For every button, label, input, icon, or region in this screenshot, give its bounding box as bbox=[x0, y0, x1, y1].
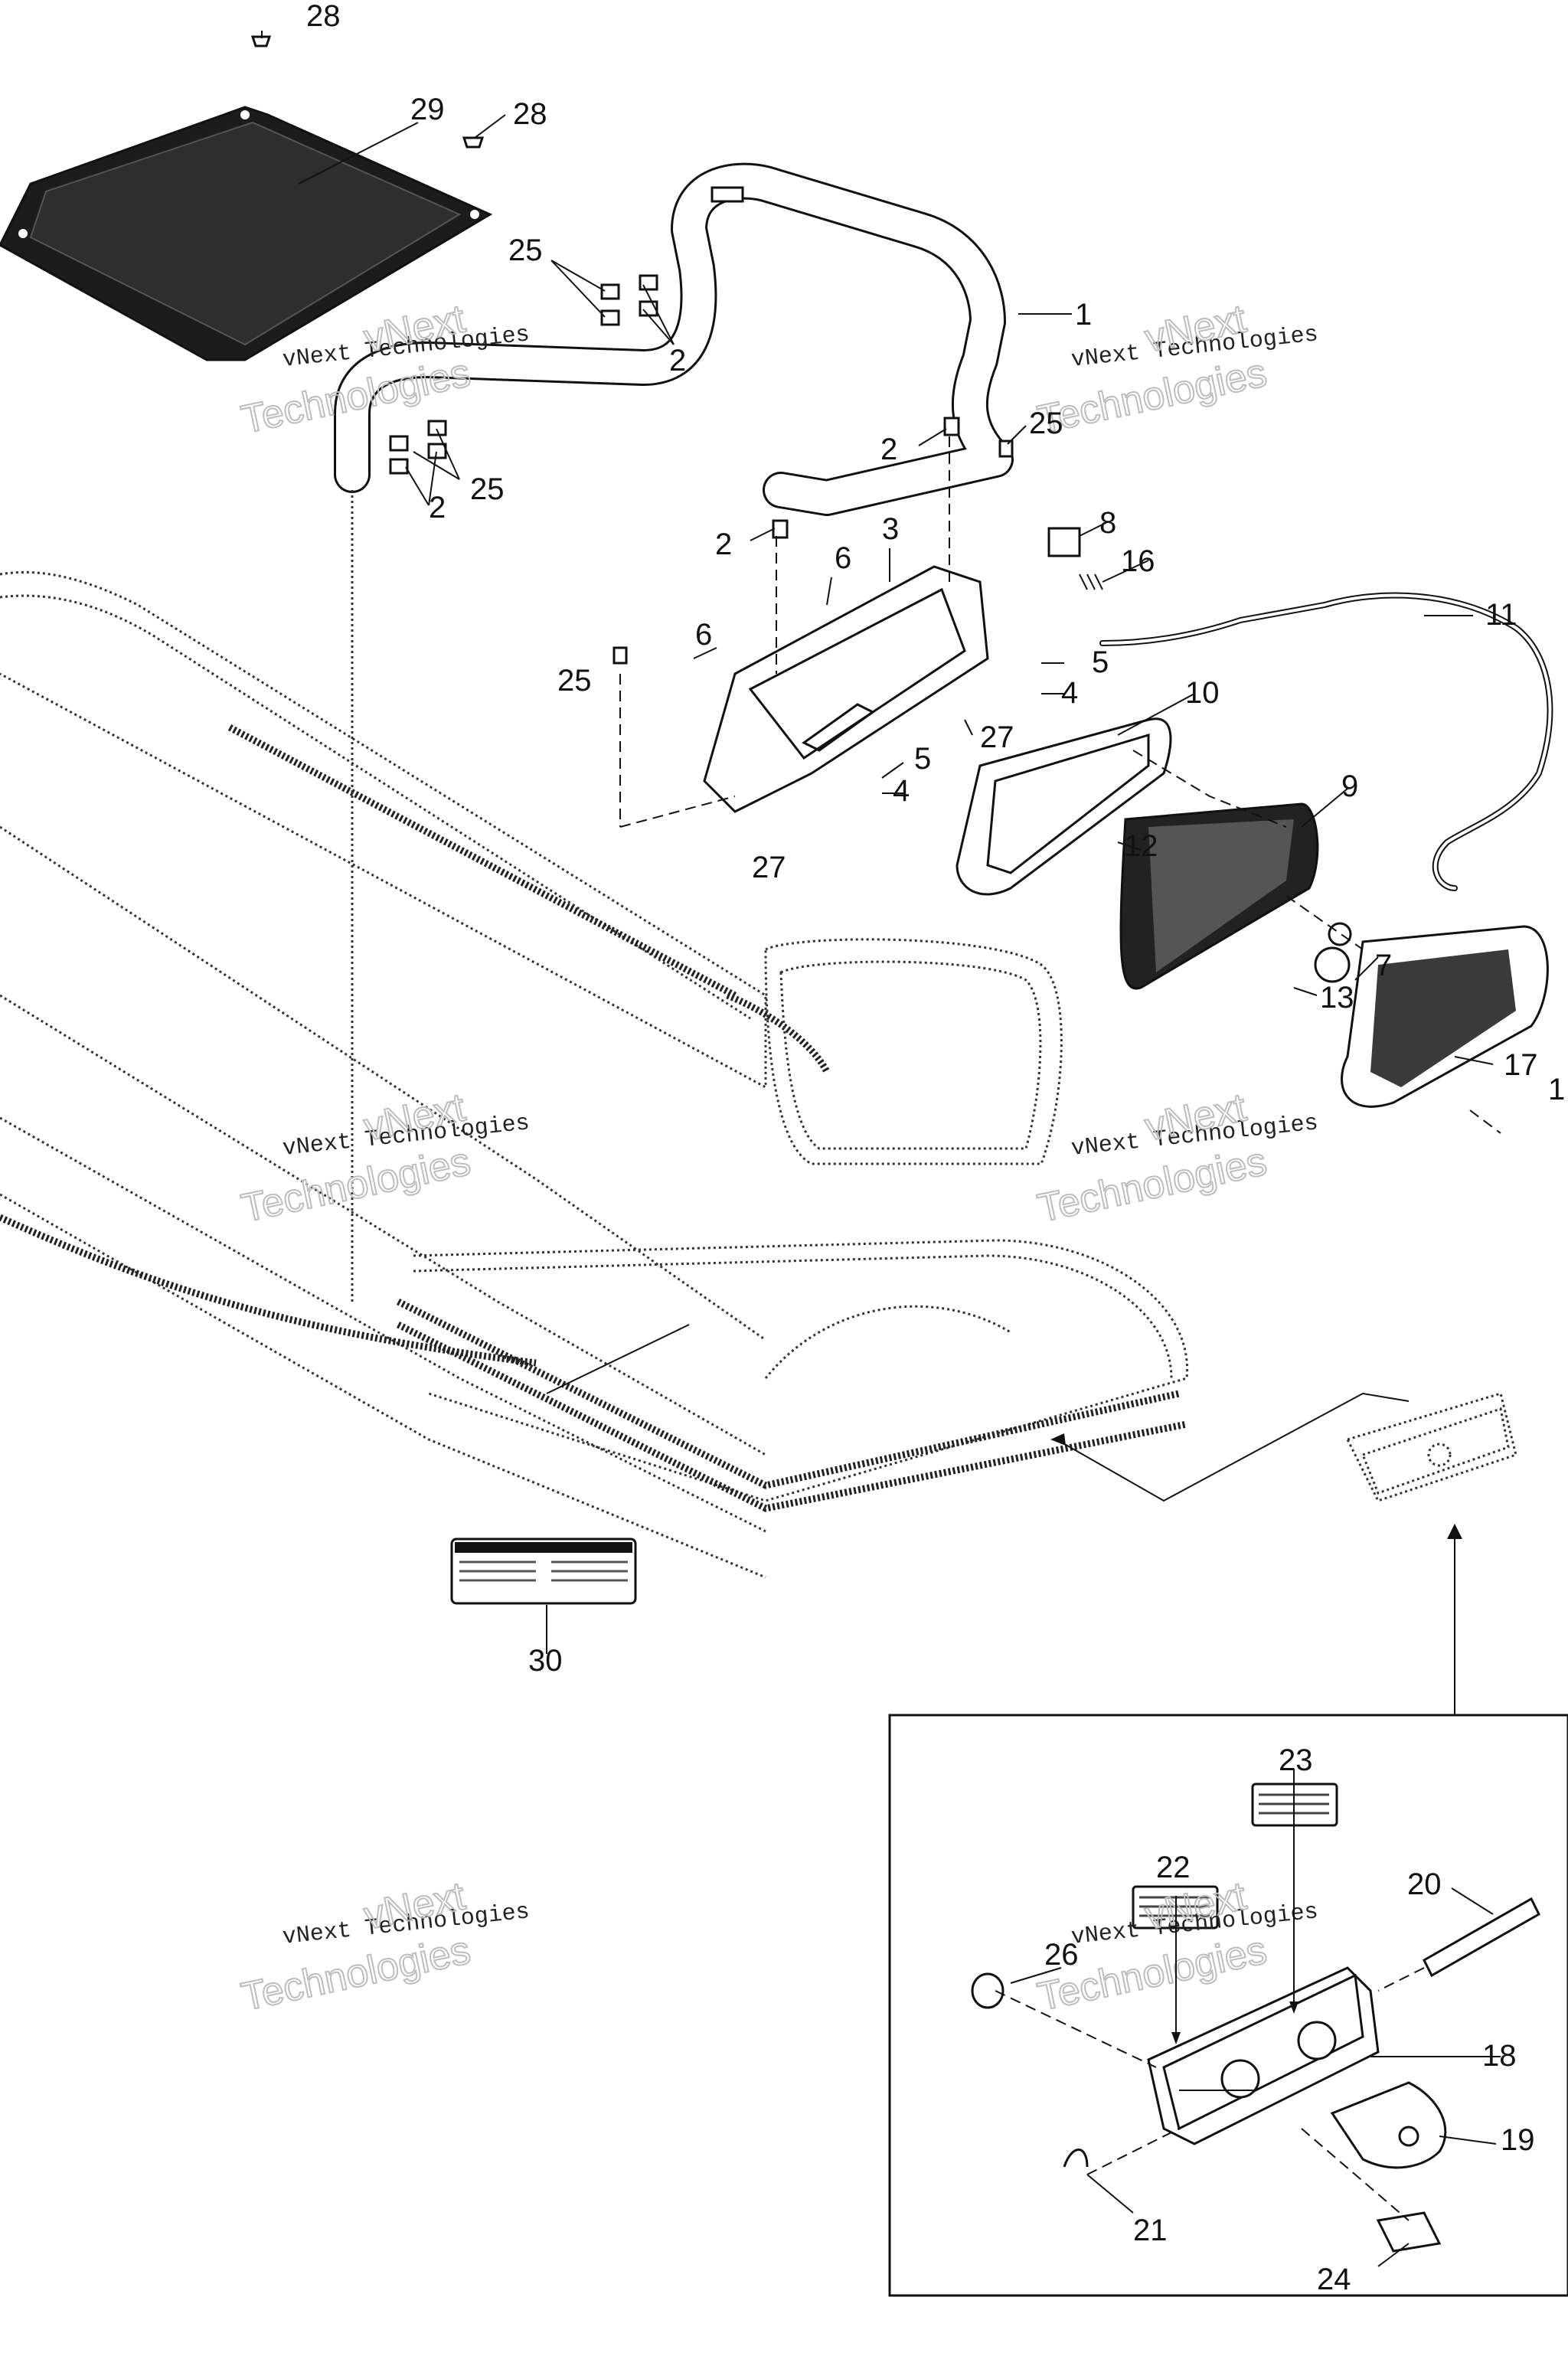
callout-10: 10 bbox=[1185, 676, 1220, 710]
hitch-detail-frame bbox=[888, 1714, 1568, 2297]
callout-5: 5 bbox=[1092, 645, 1109, 679]
bumper-icon bbox=[396, 938, 1189, 1512]
callout-labels: 28 29 28 25 2 1 2 25 25 2 2 3 8 6 16 11 … bbox=[306, 0, 1565, 2296]
callout-16: 16 bbox=[1121, 544, 1155, 578]
callout-25: 25 bbox=[1029, 407, 1063, 440]
callout-4: 4 bbox=[1061, 676, 1078, 710]
callout-4: 4 bbox=[893, 774, 910, 808]
wiring-harness bbox=[1047, 527, 1553, 891]
callout-25: 25 bbox=[557, 664, 592, 698]
callout-25: 25 bbox=[470, 472, 505, 506]
callout-9: 9 bbox=[1341, 770, 1358, 803]
callout-22: 22 bbox=[1156, 1851, 1191, 1884]
callout-8: 8 bbox=[1099, 506, 1116, 540]
warning-label-icon bbox=[450, 1537, 1338, 1930]
callout-7: 7 bbox=[1375, 949, 1392, 982]
callout-2: 2 bbox=[880, 433, 897, 466]
callout-2: 2 bbox=[429, 491, 446, 524]
callout-3: 3 bbox=[882, 512, 899, 546]
callout-27: 27 bbox=[752, 851, 786, 884]
callout-24: 24 bbox=[1317, 2263, 1351, 2296]
callout-6: 6 bbox=[835, 541, 851, 575]
callout-26: 26 bbox=[1044, 1938, 1079, 1972]
bolt-icon bbox=[389, 274, 1014, 665]
callout-28: 28 bbox=[306, 0, 341, 33]
leader-lines bbox=[261, 31, 1501, 2267]
callout-6: 6 bbox=[695, 618, 712, 652]
callout-23: 23 bbox=[1279, 1743, 1313, 1777]
callout-17: 17 bbox=[1504, 1048, 1538, 1082]
callout-1b: 1 bbox=[1548, 1073, 1565, 1106]
light-bracket bbox=[619, 436, 989, 828]
callout-1: 1 bbox=[1075, 298, 1092, 332]
screw-icon bbox=[250, 35, 485, 149]
tail-light-icon bbox=[956, 717, 1549, 1134]
callout-28: 28 bbox=[513, 97, 547, 131]
tunnel-chassis bbox=[0, 570, 831, 1579]
callout-27: 27 bbox=[980, 721, 1014, 754]
callout-2: 2 bbox=[669, 344, 686, 377]
callout-21: 21 bbox=[1133, 2214, 1168, 2247]
callout-29: 29 bbox=[410, 93, 445, 126]
callout-5: 5 bbox=[914, 742, 931, 776]
hitch-icon bbox=[971, 1897, 1540, 2253]
hitch-thumbnail bbox=[1345, 1392, 1517, 1502]
callout-30: 30 bbox=[528, 1644, 563, 1678]
callout-2: 2 bbox=[715, 528, 732, 561]
callout-11: 11 bbox=[1485, 598, 1517, 632]
callout-13: 13 bbox=[1320, 981, 1354, 1015]
callout-12: 12 bbox=[1124, 829, 1158, 863]
watermark: vNext Technologies Technologies vNext vN… bbox=[237, 296, 1319, 2020]
callout-19: 19 bbox=[1501, 2123, 1535, 2157]
callout-25: 25 bbox=[508, 234, 543, 267]
callout-20: 20 bbox=[1407, 1867, 1442, 1901]
grab-handle-icon bbox=[334, 162, 1014, 1302]
arrowheads bbox=[1171, 2001, 1298, 2044]
callout-18: 18 bbox=[1482, 2039, 1517, 2073]
mud-flap-icon bbox=[0, 106, 493, 361]
